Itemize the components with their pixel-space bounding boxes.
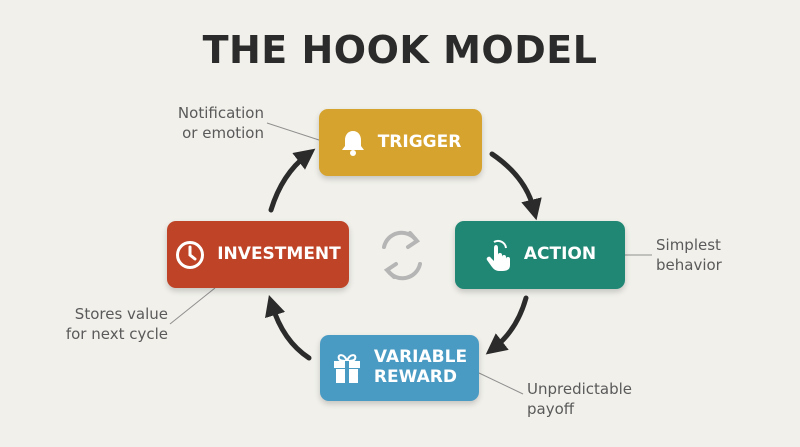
reward-note-line2: payoff: [527, 399, 575, 418]
arrow-action-to-reward: [485, 295, 529, 355]
trigger-note: Notification or emotion: [168, 104, 264, 143]
variable-reward-label-line1: VARIABLE: [373, 347, 468, 368]
trigger-note-line1: Notification: [177, 104, 264, 122]
bell-icon: [340, 129, 366, 157]
cycle-icon: [382, 230, 422, 281]
investment-node: INVESTMENT: [167, 221, 349, 288]
investment-note-line1: Stores value: [74, 305, 168, 323]
trigger-node: TRIGGER: [319, 109, 482, 176]
leader-trigger: [266, 122, 320, 141]
action-node: ACTION: [455, 221, 625, 289]
variable-reward-label-line2: REWARD: [373, 367, 457, 387]
variable-reward-node: VARIABLE REWARD: [320, 335, 479, 401]
arrow-investment-to-trigger: [268, 148, 316, 213]
reward-note: Unpredictable payoff: [527, 380, 667, 419]
hand-pointer-icon: [484, 238, 512, 272]
investment-note: Stores value for next cycle: [50, 305, 168, 344]
trigger-label: TRIGGER: [377, 131, 462, 152]
variable-reward-label: VARIABLE REWARD: [374, 348, 467, 387]
investment-note-line2: for next cycle: [65, 324, 168, 343]
leader-reward: [478, 372, 524, 395]
arrow-reward-to-investment: [265, 294, 312, 361]
trigger-note-line2: or emotion: [182, 123, 264, 142]
leader-investment: [169, 287, 216, 325]
action-label: ACTION: [523, 244, 597, 265]
action-note-line2: behavior: [656, 255, 722, 274]
investment-label: INVESTMENT: [217, 243, 341, 264]
action-note: Simplest behavior: [656, 236, 776, 275]
page-title: THE HOOK MODEL: [202, 28, 598, 72]
reward-note-line1: Unpredictable: [527, 380, 632, 398]
action-note-line1: Simplest: [656, 236, 721, 254]
clock-icon: [175, 240, 205, 270]
arrow-trigger-to-action: [489, 151, 542, 221]
gift-icon: [332, 352, 362, 384]
